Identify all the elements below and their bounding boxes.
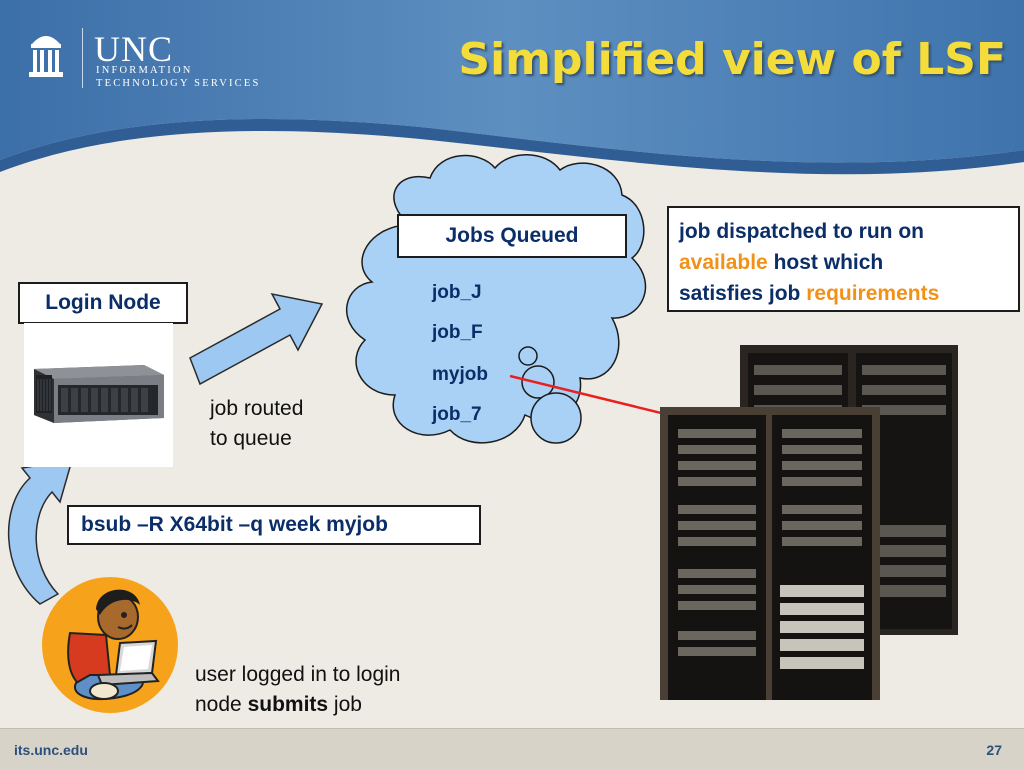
dispatch-line1: job dispatched to run on [679, 220, 924, 243]
rack-server-icon [660, 345, 960, 700]
footer-bar [0, 728, 1024, 769]
available-keyword: available [679, 251, 768, 274]
unc-its-logo: UNC INFORMATION TECHNOLOGY SERVICES [26, 24, 286, 94]
user-line1: user logged in to login [195, 663, 401, 686]
queued-job-2: job_F [432, 322, 483, 343]
page-number: 27 [986, 742, 1002, 758]
footer-url[interactable]: its.unc.edu [14, 742, 88, 758]
header-banner [0, 0, 1024, 175]
bsub-command: bsub –R X64bit –q week myjob [67, 505, 481, 545]
jobs-queued-label: Jobs Queued [397, 214, 627, 258]
requirements-keyword: requirements [806, 282, 940, 305]
user-caption: user logged in to login node submits job [195, 660, 400, 720]
queue-cloud [345, 154, 647, 444]
queued-job-4: job_7 [432, 404, 482, 425]
login-node-label: Login Node [18, 282, 188, 324]
queued-job-1: job_J [432, 282, 482, 303]
thought-bubble-large [530, 392, 582, 444]
dispatch-line2-rest: host which [767, 251, 884, 274]
logo-line2: TECHNOLOGY SERVICES [96, 78, 261, 89]
routed-line2: to queue [210, 427, 292, 450]
dispatch-line3: satisfies job requirements [679, 278, 1008, 309]
routing-arrow [189, 292, 324, 386]
routed-caption: job routed to queue [210, 394, 303, 454]
submits-keyword: submits [247, 693, 329, 716]
server-icon [34, 365, 164, 423]
user-line2: node submits job [195, 690, 400, 720]
server-photo [24, 323, 173, 467]
routed-line1: job routed [210, 397, 304, 420]
slide-title: Simplified view of LSF [458, 34, 1006, 85]
user-line2-pre: node [195, 693, 248, 716]
dispatch-description: job dispatched to run on available host … [667, 206, 1020, 312]
thought-bubble-small [518, 346, 538, 366]
user-laptop-icon [42, 577, 178, 713]
logo-line1: INFORMATION [96, 65, 193, 76]
old-well-logo-icon [29, 36, 63, 77]
dispatch-line3-start: satisfies job [679, 282, 807, 305]
queued-job-3: myjob [432, 364, 488, 385]
logo-unc-text: UNC [94, 29, 174, 69]
user-line2-post: job [328, 693, 362, 716]
dispatch-line2: available host which [679, 247, 1008, 278]
